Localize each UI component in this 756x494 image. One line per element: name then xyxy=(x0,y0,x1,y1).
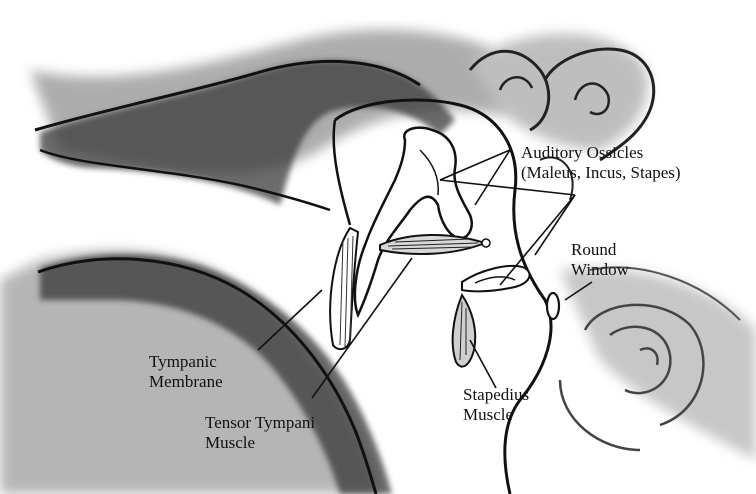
auditory-ossicles-label: Auditory Ossicles (Maleus, Incus, Stapes… xyxy=(521,143,681,183)
tympanic-membrane-shape xyxy=(330,228,358,349)
stapedius-muscle-label: Stapedius Muscle xyxy=(463,385,529,425)
stapes-shape xyxy=(462,266,530,291)
stapedius-shape xyxy=(453,295,476,367)
tympanic-membrane-label-line1: Tympanic xyxy=(149,352,223,372)
stapedius-muscle-label-line2: Muscle xyxy=(463,405,529,425)
malleus-incus-shape xyxy=(355,128,472,315)
round-window-shape xyxy=(547,293,559,319)
tensor-tympani-label-line2: Muscle xyxy=(205,433,315,453)
round-window-label: Round Window xyxy=(571,240,629,280)
tympanic-membrane-label: Tympanic Membrane xyxy=(149,352,223,392)
stapedius-muscle-label-line1: Stapedius xyxy=(463,385,529,405)
auditory-ossicles-label-line2: (Maleus, Incus, Stapes) xyxy=(521,163,681,183)
tensor-tympani-label: Tensor Tympani Muscle xyxy=(205,413,315,453)
tensor-tympani-label-line1: Tensor Tympani xyxy=(205,413,315,433)
tympanic-membrane-label-line2: Membrane xyxy=(149,372,223,392)
round-window-label-line1: Round xyxy=(571,240,629,260)
round-window-label-line2: Window xyxy=(571,260,629,280)
auditory-ossicles-label-line1: Auditory Ossicles xyxy=(521,143,681,163)
